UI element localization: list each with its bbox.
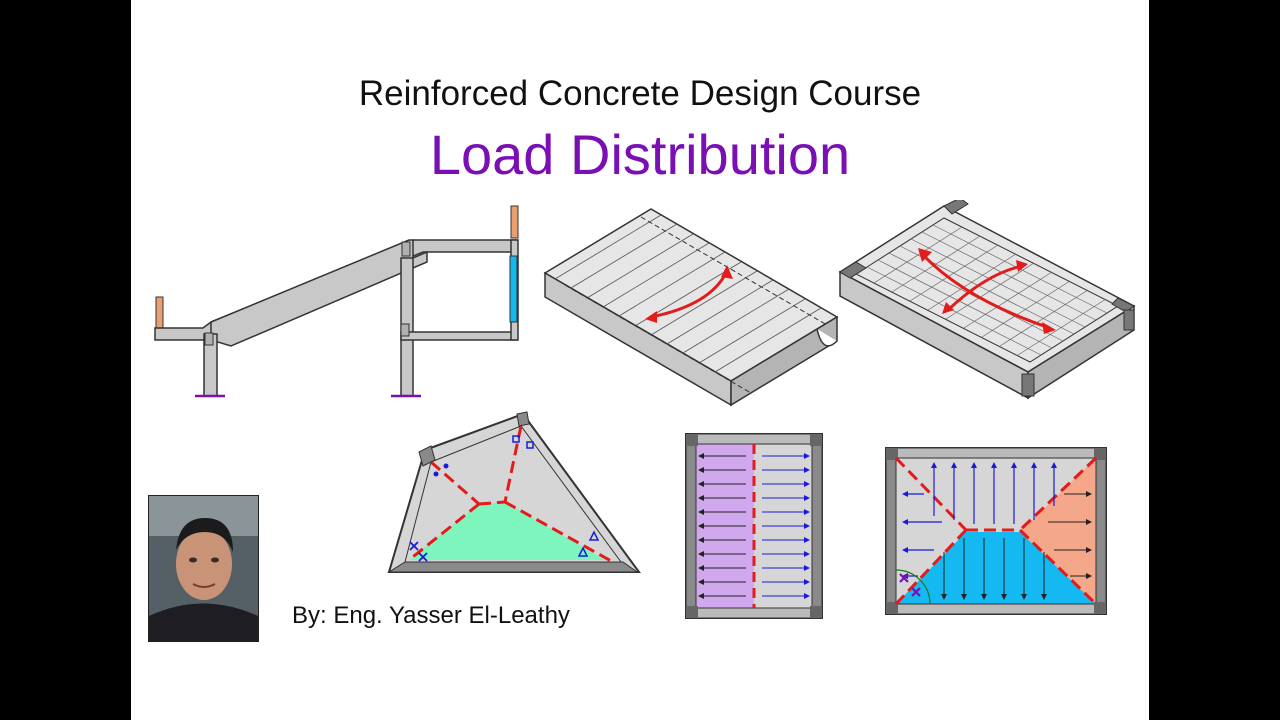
two-way-panel-illustration xyxy=(885,447,1107,615)
slide: Reinforced Concrete Design Course Load D… xyxy=(131,0,1149,720)
stair-section-illustration xyxy=(154,205,519,398)
one-way-panel-illustration xyxy=(685,433,823,619)
trapezoid-slab-illustration xyxy=(387,411,641,573)
one-way-slab-illustration xyxy=(543,208,839,407)
two-way-slab-illustration xyxy=(838,200,1136,400)
main-title: Load Distribution xyxy=(429,123,851,186)
author-credit: By: Eng. Yasser El-Leathy xyxy=(292,602,570,629)
course-title: Reinforced Concrete Design Course xyxy=(358,74,922,113)
author-photo xyxy=(148,495,259,642)
